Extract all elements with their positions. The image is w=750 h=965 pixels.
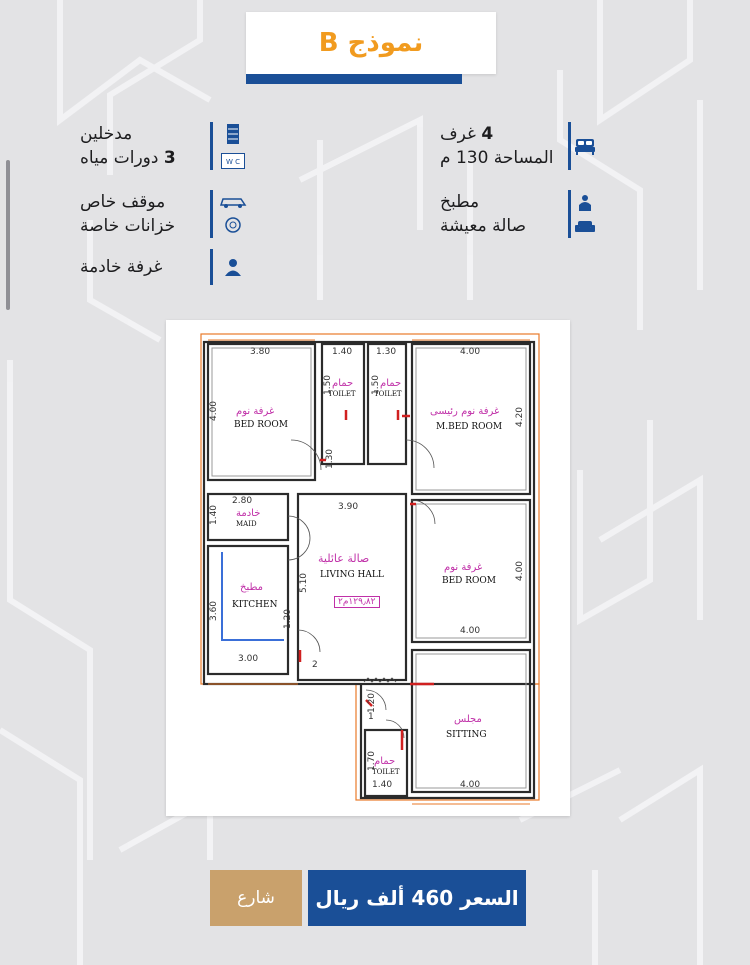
maid-line: غرفة خادمة: [80, 257, 163, 277]
sitting-label-en: SITTING: [446, 730, 487, 740]
toilet3-label-en: TOILET: [372, 768, 400, 776]
tanks-line: خزانات خاصة: [80, 216, 176, 236]
feature-parking-tanks: موقف خاص خزانات خاصة: [80, 182, 260, 246]
dim-label: 3.60: [209, 600, 220, 622]
bed2-label-en: BED ROOM: [442, 576, 497, 586]
master-label-en: M.BED ROOM: [436, 422, 503, 432]
rooms-label: غرف: [440, 124, 476, 144]
dim-label: 4.00: [460, 626, 481, 636]
dim-label: 2: [312, 660, 318, 670]
page-title: نموذج B: [318, 28, 424, 58]
dim-label: 1.40: [372, 780, 393, 790]
floor-plan: غرفة نوم BED ROOM حمام TOILET حمام TOILE…: [166, 320, 570, 816]
dim-label: 5.10: [299, 572, 310, 594]
sofa-icon: [575, 221, 596, 232]
rooms-line: 4 غرف: [440, 123, 493, 145]
street-button[interactable]: شارع: [210, 870, 302, 926]
feature-divider: [210, 122, 213, 170]
tank-icon: [225, 217, 241, 233]
dim-label: 1.40: [209, 504, 220, 526]
feature-divider: [567, 190, 571, 238]
dim-label: 3.00: [238, 654, 259, 664]
feature-divider: [210, 190, 213, 238]
dim-label: 4.00: [460, 780, 481, 790]
bed1-label-ar: غرفة نوم: [236, 406, 275, 417]
area-line: المساحة 130 م: [440, 148, 554, 168]
rooms-count: 4: [481, 124, 494, 144]
dim-label: 4.00: [209, 400, 220, 422]
bathrooms-label: دورات مياه: [80, 148, 159, 168]
dim-label: 1.20: [283, 608, 294, 630]
parking-line: موقف خاص: [80, 192, 166, 212]
dim-label: 4.20: [515, 406, 526, 428]
feature-maid: غرفة خادمة: [80, 244, 260, 290]
feature-divider: [567, 122, 571, 170]
price-button[interactable]: السعر 460 ألف ريال: [308, 870, 526, 926]
dim-label: 1.50: [371, 374, 382, 396]
toilet2-label-ar: حمام: [380, 378, 402, 389]
dim-label: 1.70: [367, 750, 378, 772]
entrances-line: مدخلين: [80, 124, 133, 144]
master-label-ar: غرفة نوم رئيسى: [430, 406, 500, 417]
toilet2-label-en: TOILET: [374, 390, 402, 398]
door-icon: [227, 124, 239, 144]
bed2-label-ar: غرفة نوم: [444, 562, 483, 573]
dim-label: 1.20: [367, 692, 378, 714]
wc-icon: W C: [221, 153, 245, 169]
dim-label: 1.50: [323, 374, 334, 396]
feature-divider: [210, 249, 213, 285]
bed-icon: [575, 139, 596, 155]
sitting-label-ar: مجلس: [454, 714, 482, 725]
maid-label-ar: خادمة: [236, 508, 261, 519]
svg-text:W C: W C: [226, 158, 240, 166]
maid-label-en: MAID: [236, 520, 257, 528]
dim-label: 4.00: [515, 560, 526, 582]
dim-label: 2.80: [232, 496, 253, 506]
user-icon: [225, 259, 241, 276]
dim-label: 1.30: [325, 448, 336, 470]
feature-kitchen-living: مطبخ صالة معيشة: [440, 182, 600, 246]
bathrooms-count: 3: [163, 148, 176, 168]
title-card: [246, 12, 496, 74]
living-label-en: LIVING HALL: [320, 570, 384, 580]
toilet1-label-en: TOILET: [328, 390, 356, 398]
living-line: صالة معيشة: [440, 216, 527, 236]
kitchen-label-en: KITCHEN: [232, 600, 278, 610]
kitchen-line: مطبخ: [440, 192, 480, 212]
toilet1-label-ar: حمام: [332, 378, 354, 389]
scrollbar[interactable]: [6, 160, 10, 310]
dim-label: 1.40: [332, 347, 353, 357]
kitchen-label-ar: مطبخ: [240, 582, 264, 593]
dim-label: 3.90: [338, 502, 359, 512]
toilet3-label-ar: حمام: [374, 756, 396, 767]
chef-icon: [579, 195, 592, 211]
living-label-ar: صالة عائلية: [318, 552, 370, 565]
dim-label: 1.30: [376, 347, 397, 357]
dim-label: 1: [368, 712, 374, 722]
car-icon: [219, 198, 247, 208]
dim-label: 4.00: [460, 347, 481, 357]
feature-rooms-area: 4 غرف المساحة 130 م: [440, 114, 600, 178]
floor-plan-drawing: [200, 333, 540, 805]
living-area-label: ١٢٩٫٨٢م٢: [334, 596, 380, 608]
dim-label: 3.80: [250, 347, 271, 357]
bathrooms-line: 3 دورات مياه: [80, 147, 176, 169]
bed1-label-en: BED ROOM: [234, 420, 289, 430]
feature-entrances-bathrooms: مدخلين 3 دورات مياه W C: [80, 114, 260, 178]
title-accent-bar: [246, 74, 462, 84]
